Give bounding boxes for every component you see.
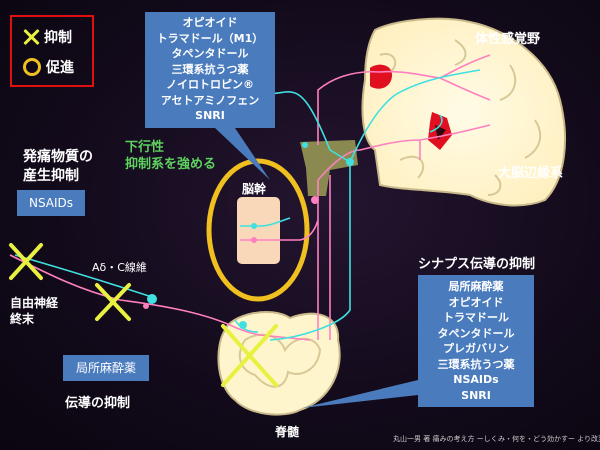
synapse-drug-item: 局所麻酔薬 xyxy=(448,280,504,293)
synapse-drug-item: NSAIDs xyxy=(453,373,499,386)
top-drug-item: アセトアミノフェン xyxy=(160,93,260,107)
synapse-drug-item: オピオイド xyxy=(448,295,504,309)
spinal-cord-section xyxy=(217,311,341,416)
brain-section xyxy=(361,17,566,207)
legend-promote: 促進 xyxy=(23,57,74,77)
x-mark-icon xyxy=(23,29,39,45)
brain-outline xyxy=(361,17,566,207)
legend-inhibit-label: 抑制 xyxy=(44,30,72,46)
inhibit-mark-fiber xyxy=(95,283,131,321)
descending-label: 下行性 抑制系を強める xyxy=(125,140,217,172)
synapse-drug-item: トラマドール xyxy=(443,311,509,324)
top-drug-item: オピオイド xyxy=(182,16,238,29)
top-box-pointer xyxy=(215,128,270,180)
top-drug-item: ノイロトロピン® xyxy=(166,78,254,91)
inhibit-mark-nerve-ending xyxy=(9,243,43,280)
limbic-label: 大脳辺縁系 xyxy=(498,166,564,181)
fiber-label: Aδ・C線維 xyxy=(92,261,147,274)
somatosensory-label: 体性感覚野 xyxy=(475,32,541,47)
legend-promote-label: 促進 xyxy=(46,60,74,76)
spinal-label: 脊髄 xyxy=(275,425,300,439)
citation: 丸山一男 著 痛みの考え方 ーしくみ・何を・どう効かすー より改変 xyxy=(393,435,600,443)
brainstem-label: 脳幹 xyxy=(242,182,267,196)
synapse-drug-item: 三環系抗うつ薬 xyxy=(437,357,515,371)
inflammation-heading: 発痛物質の 産生抑制 xyxy=(23,149,93,184)
top-drug-item: トラマドール（M1） xyxy=(156,31,264,45)
nerve-ending-label: 自由神経 終末 xyxy=(10,296,59,326)
top-drug-item: 三環系抗うつ薬 xyxy=(171,62,249,76)
descending-inhibition-ring xyxy=(206,158,310,302)
pathway-nodes xyxy=(143,142,354,329)
top-drug-item: タペンタドール xyxy=(171,47,249,60)
legend-inhibit: 抑制 xyxy=(23,27,72,47)
synapse-drug-item: プレガバリン xyxy=(443,342,509,355)
local-anesthetic-box: 局所麻酔薬 xyxy=(63,355,149,381)
synapse-heading: シナプス伝導の抑制 xyxy=(418,257,536,272)
top-drug-box: オピオイド トラマドール（M1） タペンタドール 三環系抗うつ薬 ノイロトロピン… xyxy=(145,12,275,128)
nsaids-box: NSAIDs xyxy=(17,190,85,216)
synapse-drug-item: SNRI xyxy=(461,388,491,402)
conduction-label: 伝導の抑制 xyxy=(65,396,131,411)
legend: 抑制 促進 xyxy=(10,15,94,87)
synapse-drug-item: タペンタドール xyxy=(437,326,515,340)
synapse-drug-box: 局所麻酔薬 オピオイド トラマドール タペンタドール プレガバリン 三環系抗うつ… xyxy=(418,275,534,407)
inhibit-mark-synapse xyxy=(221,324,278,387)
somatosensory-cortex-region xyxy=(370,64,392,89)
synapse-box-pointer xyxy=(302,380,418,408)
brainstem-block xyxy=(237,197,280,264)
top-drug-item: SNRI xyxy=(195,109,225,122)
circle-mark-icon xyxy=(23,58,41,76)
